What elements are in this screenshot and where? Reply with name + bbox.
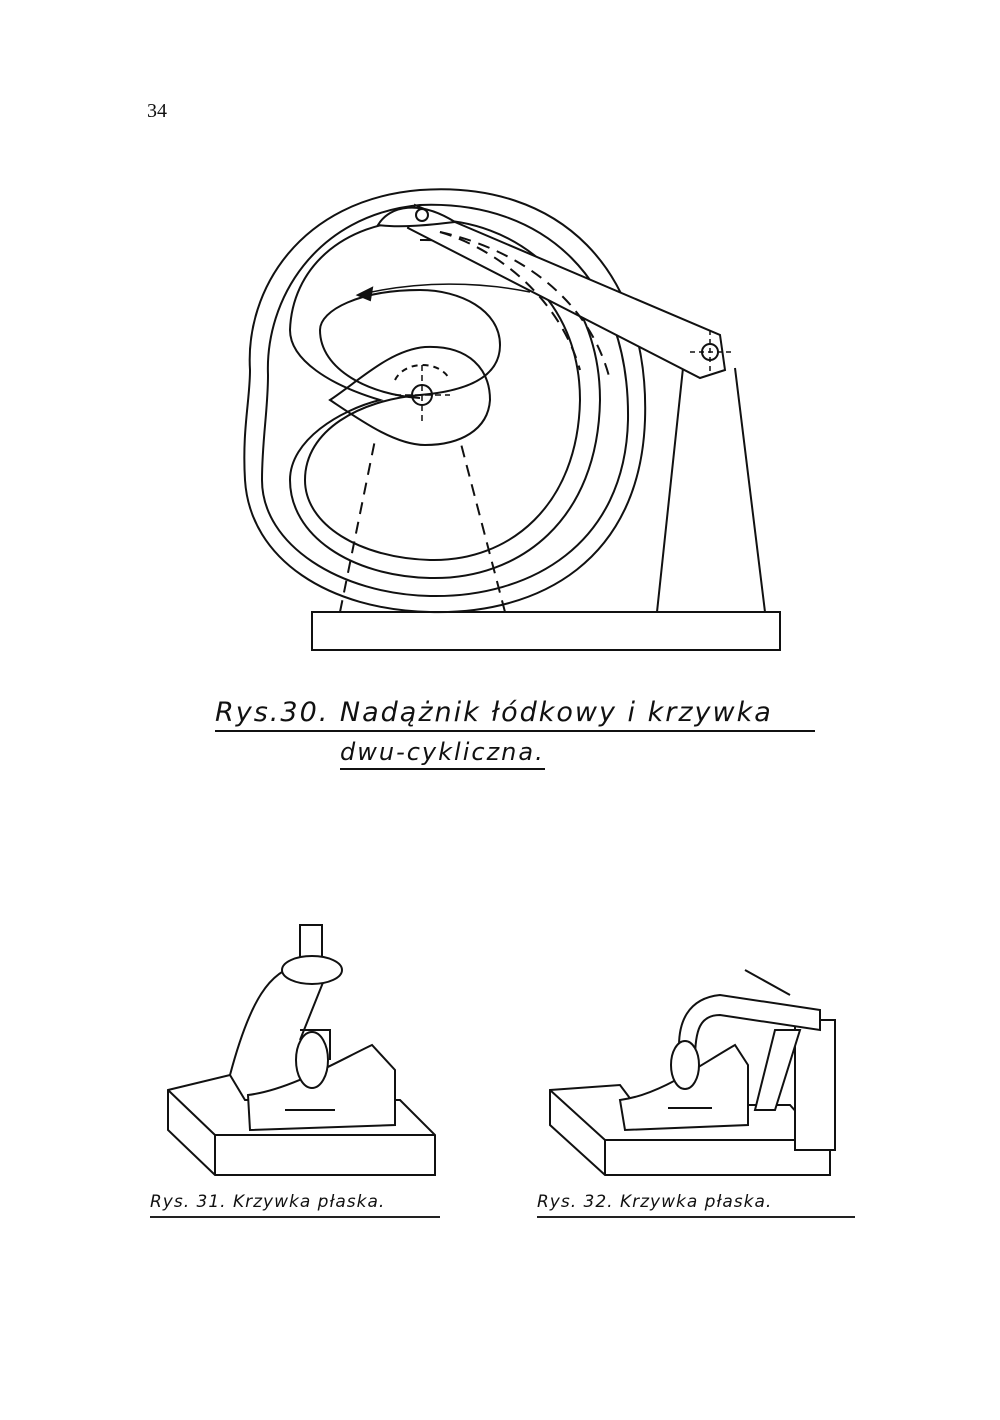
follower-lever xyxy=(678,993,821,1061)
rotation-arrow xyxy=(357,283,531,296)
left-support-line xyxy=(339,439,376,613)
figure-31-drawing xyxy=(167,924,436,1176)
page-number: 34 xyxy=(147,100,167,122)
right-stand xyxy=(656,367,766,613)
cam-disc-outline xyxy=(243,188,647,614)
roller xyxy=(670,1040,700,1090)
figure-30-caption-line2: dwu-cykliczna. xyxy=(340,738,545,770)
rocker-stand xyxy=(794,1019,836,1151)
cam-groove-outer xyxy=(288,218,602,580)
follower-arm xyxy=(406,203,727,380)
base-plate xyxy=(311,611,781,651)
figure-32-drawing xyxy=(549,969,836,1176)
figure-32-caption: Rys. 32. Krzywka płaska. xyxy=(537,1192,855,1218)
cam-heart-loop xyxy=(328,345,492,447)
flat-cam xyxy=(246,1043,396,1132)
roller xyxy=(295,1031,329,1089)
figure-30-drawing xyxy=(243,188,781,651)
figure-30-caption-line1: Rys.30. Nadążnik łódkowy i krzywka xyxy=(215,697,815,732)
figure-31-caption: Rys. 31. Krzywka płaska. xyxy=(150,1192,440,1218)
